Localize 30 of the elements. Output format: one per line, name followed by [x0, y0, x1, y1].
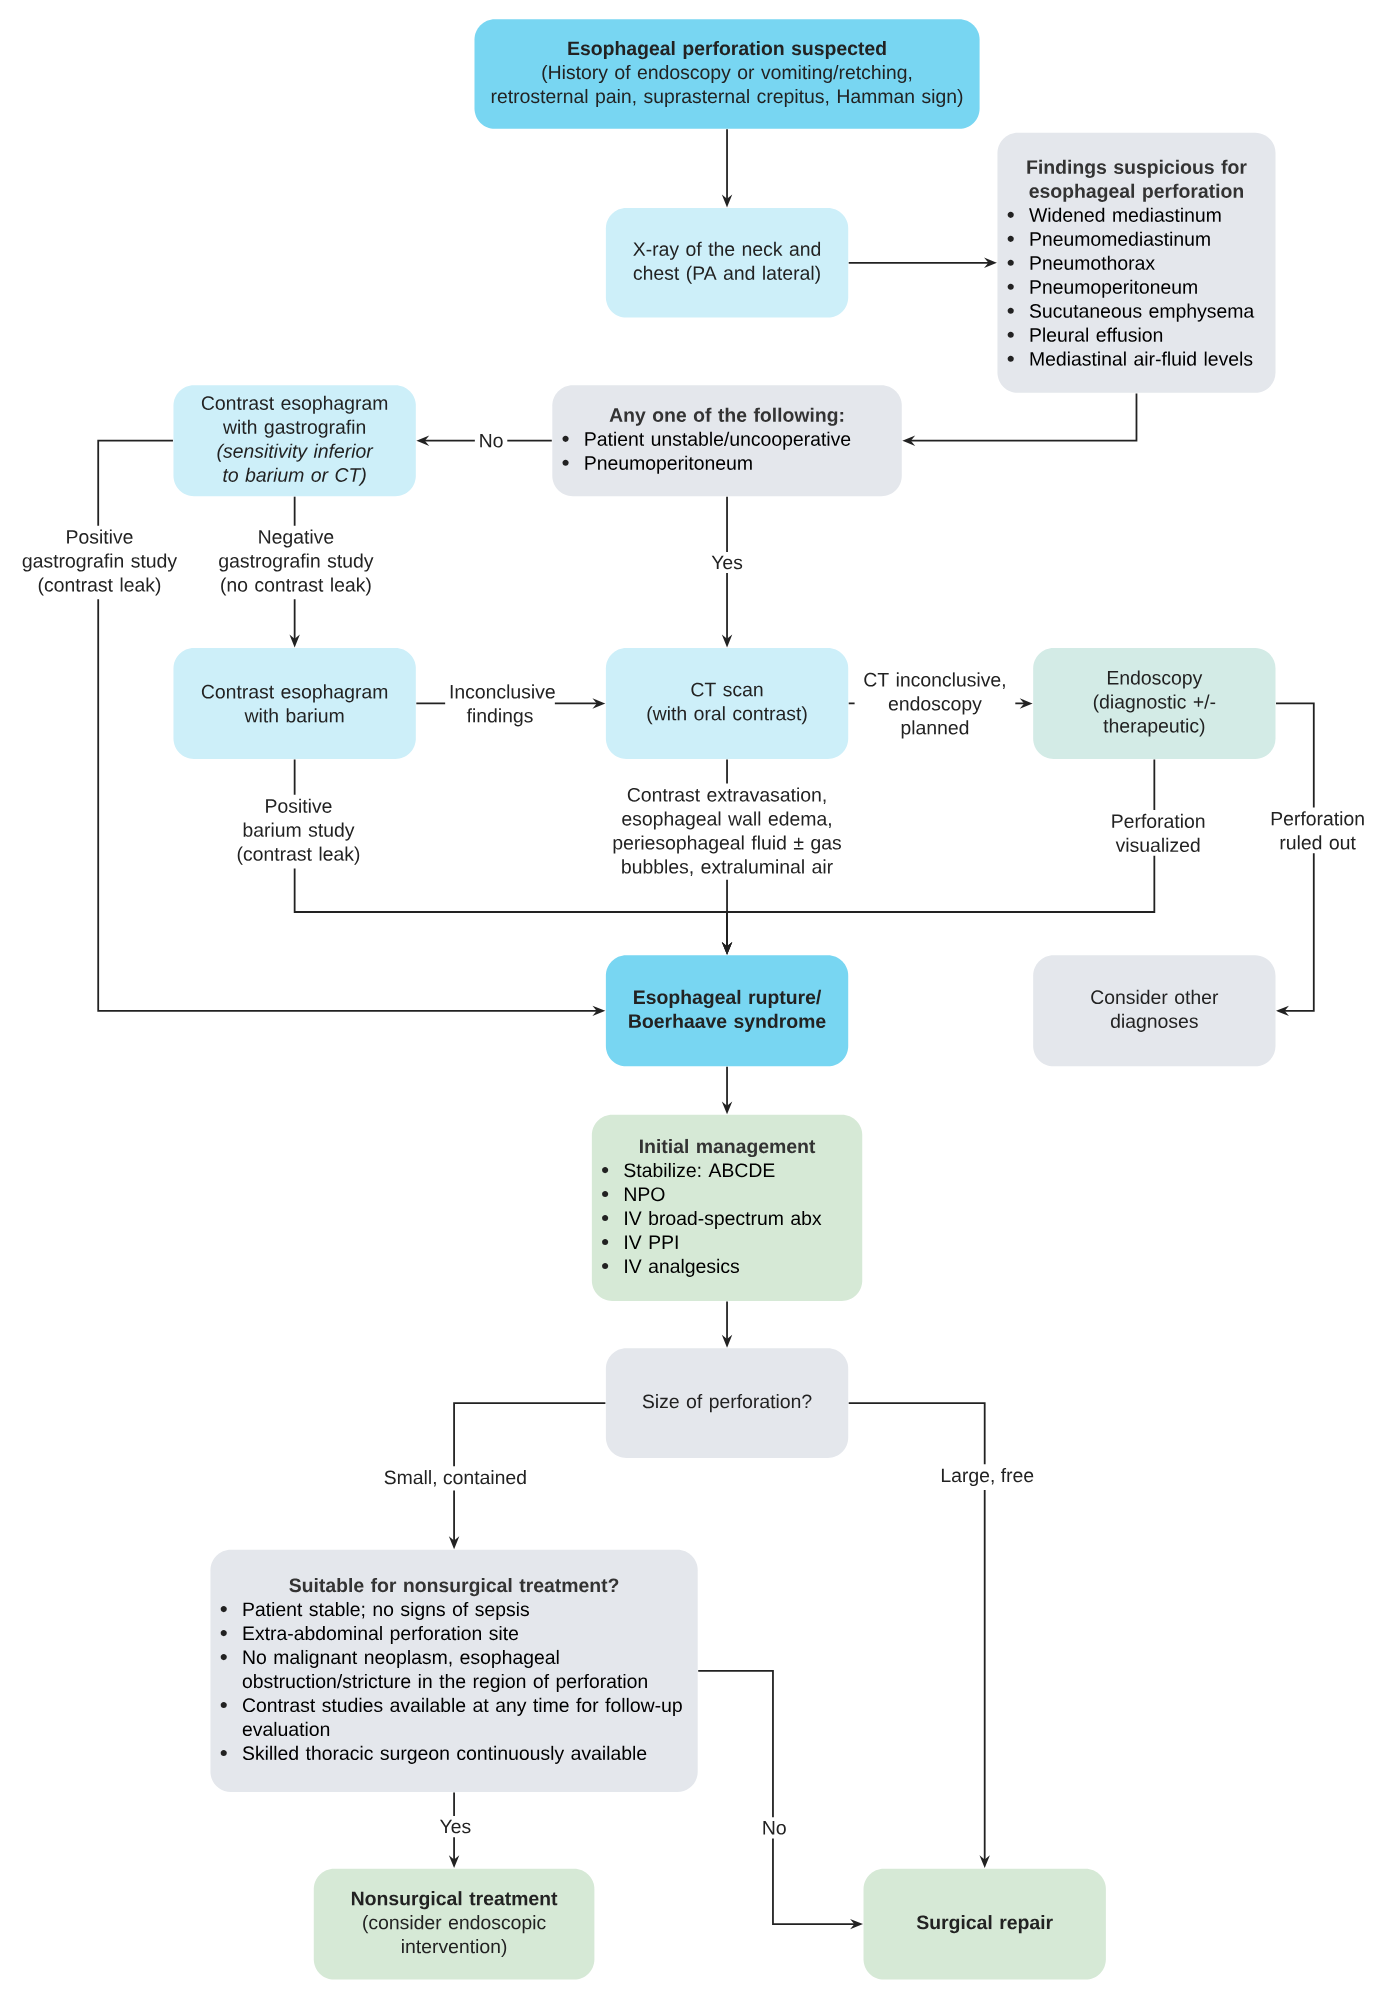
- edge-label: Perforation ruled out: [1256, 807, 1379, 854]
- process-box: CT scan (with oral contrast): [605, 647, 848, 759]
- process-box: Surgical repair: [863, 1868, 1106, 1980]
- process-box: Nonsurgical treatment (consider endoscopic intervention): [313, 1868, 595, 1980]
- arrow: [1274, 702, 1315, 1017]
- process-box: Contrast esophagram with gastrografin (sensitivity inferior to barium or CT): [173, 385, 416, 497]
- process-box: Esophageal rupture/ Boerhaave syndrome: [605, 955, 848, 1067]
- edge-label: No: [757, 1817, 791, 1839]
- edge-label: Negative gastrografin study (no contrast leak): [208, 525, 383, 600]
- edge-label: Positive barium study (contrast leak): [224, 794, 373, 869]
- edge-label: Inconclusive findings: [444, 680, 555, 731]
- process-box: Consider other diagnoses: [1032, 955, 1276, 1067]
- process-box: Initial management Stabilize: ABCDE NPO IV broad-spectrum abx IV PPI IV analgesics: [591, 1114, 862, 1302]
- edge-label: Small, contained: [379, 1466, 531, 1491]
- edge-label: CT inconclusive, endoscopy planned: [854, 668, 1016, 743]
- edge-label: Perforation visualized: [1096, 810, 1220, 856]
- edge-label: No: [474, 430, 508, 452]
- process-box: Esophageal perforation suspected (History of endoscopy or vomiting/retching, retrosternal pain, suprasternal crepitus, Hamman sign): [474, 19, 980, 129]
- edge-label: Yes: [707, 551, 747, 574]
- process-box: X-ray of the neck and chest (PA and lateral): [605, 207, 848, 318]
- edge-label: Positive gastrografin study (contrast leak): [12, 525, 186, 600]
- process-box: Contrast esophagram with barium: [173, 647, 416, 759]
- process-box: Any one of the following: Patient unstable/uncooperative Pneumoperitoneum: [552, 385, 902, 497]
- process-box: Size of perforation?: [605, 1348, 848, 1458]
- process-box: Endoscopy (diagnostic +/- therapeutic): [1032, 647, 1276, 759]
- edge-label: Large, free: [936, 1464, 1038, 1490]
- process-box: Findings suspicious for esophageal perforation Widened mediastinum Pneumomediastinum Pneumothorax Pneumoperitoneum Sucutaneous emphysema Pleural effusion Mediastinal air-fluid levels: [997, 132, 1276, 393]
- edge-label: Yes: [435, 1815, 475, 1838]
- edge-label: Contrast extravasation, esophageal wall edema, periesophageal fluid ± gas bubbles, extraluminal air: [608, 783, 846, 880]
- process-box: Suitable for nonsurgical treatment? Patient stable; no signs of sepsis Extra-abdominal perforation site No malignant neoplasm, esophageal obstruction/stricture in the region of perforation Contrast studies available at any time for follow-up evaluation Skilled thoracic surgeon continuously available: [210, 1549, 698, 1793]
